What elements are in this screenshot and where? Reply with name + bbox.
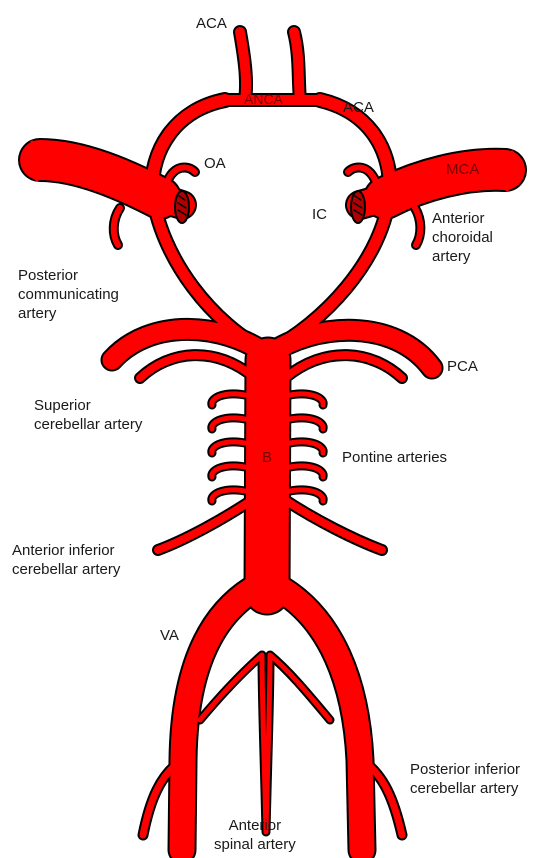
label-anterior-inferior-cerebellar-artery: Anterior inferior cerebellar artery [12, 541, 120, 579]
label-ic: IC [312, 205, 327, 224]
ic-cut-ends [175, 191, 365, 223]
label-va: VA [160, 626, 179, 645]
label-anterior-choroidal-artery: Anterior choroidal artery [432, 209, 493, 266]
label-oa: OA [204, 154, 226, 173]
label-posterior-inferior-cerebellar-artery: Posterior inferior cerebellar artery [410, 760, 520, 798]
label-superior-cerebellar-artery: Superior cerebellar artery [34, 396, 142, 434]
label-pca: PCA [447, 357, 478, 376]
label-pontine-arteries: Pontine arteries [342, 448, 447, 467]
label-posterior-communicating-artery: Posterior communicating artery [18, 266, 119, 323]
label-aca-top: ACA [196, 14, 227, 33]
label-aca-right: ACA [343, 98, 374, 117]
label-anca: ANCA [244, 90, 283, 109]
label-anterior-spinal-artery: Anterior spinal artery [214, 816, 296, 854]
label-basilar: B [262, 448, 272, 467]
label-mca: MCA [446, 160, 479, 179]
